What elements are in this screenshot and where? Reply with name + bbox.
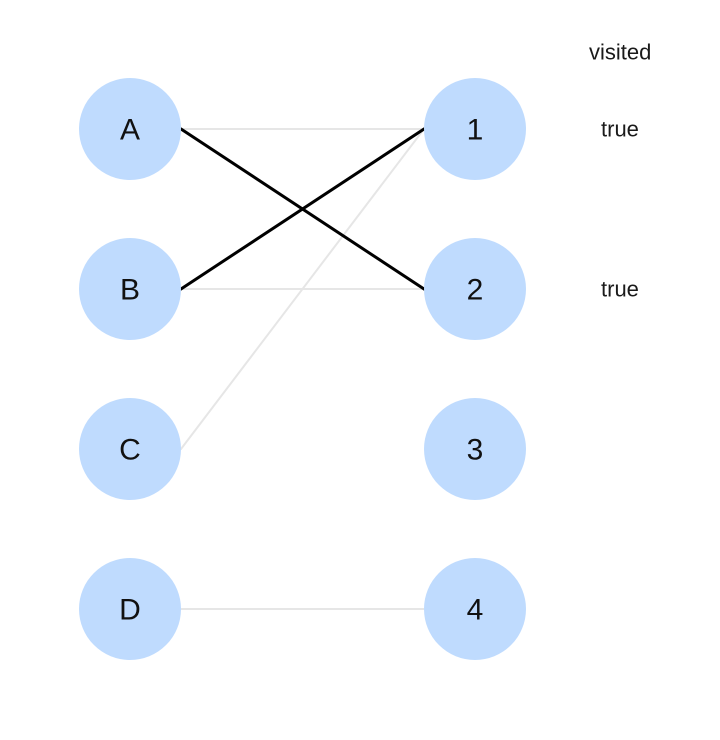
node-1[interactable]: 1 — [424, 78, 526, 180]
node-C[interactable]: C — [79, 398, 181, 500]
node-circle-B[interactable] — [79, 238, 181, 340]
node-2[interactable]: 2 — [424, 238, 526, 340]
node-circle-4[interactable] — [424, 558, 526, 660]
attribute-layer: visited true true — [589, 40, 651, 302]
node-circle-1[interactable] — [424, 78, 526, 180]
node-circle-A[interactable] — [79, 78, 181, 180]
visited-value-1: true — [601, 117, 639, 142]
node-circle-C[interactable] — [79, 398, 181, 500]
node-3[interactable]: 3 — [424, 398, 526, 500]
edge-c-1 — [180, 128, 425, 450]
visited-value-2: true — [601, 277, 639, 302]
node-4[interactable]: 4 — [424, 558, 526, 660]
node-B[interactable]: B — [79, 238, 181, 340]
edge-b-1 — [179, 127, 426, 291]
node-circle-3[interactable] — [424, 398, 526, 500]
node-circle-2[interactable] — [424, 238, 526, 340]
edge-layer — [179, 127, 426, 610]
attribute-column-header: visited — [589, 40, 651, 65]
node-D[interactable]: D — [79, 558, 181, 660]
node-A[interactable]: A — [79, 78, 181, 180]
node-circle-D[interactable] — [79, 558, 181, 660]
